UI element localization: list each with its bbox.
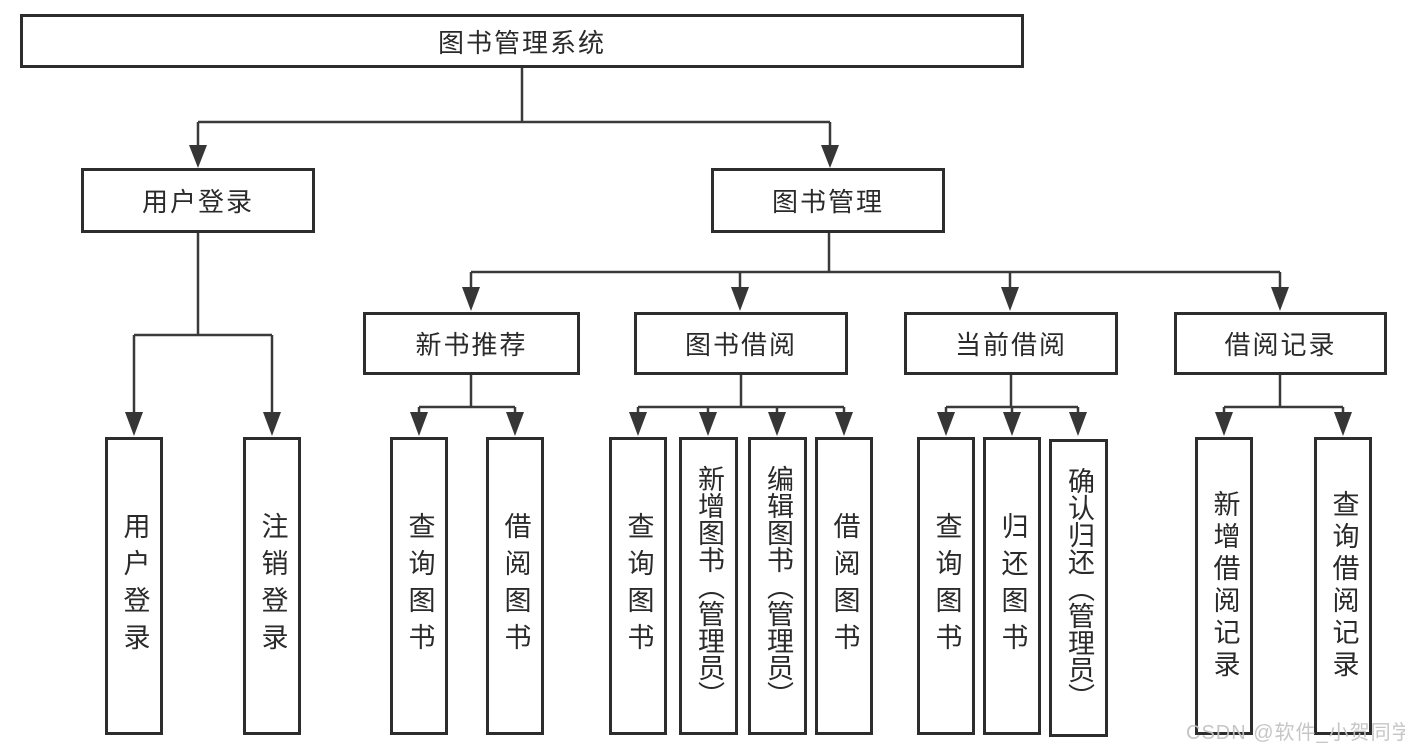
arrowhead [768,412,786,436]
arrowhead [1215,412,1233,436]
leaf-add-book-admin: 新增图书（管理员） [679,437,738,735]
leaf-add-borrow-record: 新增借阅记录 [1195,437,1253,735]
connector-borrow-records-group [1215,375,1352,436]
leaf-query-book-current: 查询图书 [917,437,975,735]
leaf-confirm-return-admin: 确认归还（管理员） [1049,439,1108,737]
node-book-management: 图书管理 [711,168,945,233]
arrowhead [189,145,207,168]
arrowhead [1003,412,1021,436]
leaf-query-borrow-record: 查询借阅记录 [1314,437,1372,735]
leaf-logout: 注销登录 [243,437,301,735]
connector-new-book-group [410,375,524,436]
arrowhead [1001,287,1019,311]
arrowhead [506,412,524,436]
arrowhead [1069,412,1087,436]
arrowhead [1334,412,1352,436]
arrowhead [731,287,749,311]
arrowhead [821,145,839,168]
node-library-system: 图书管理系统 [20,14,1024,68]
csdn-watermark: CSDN @软件_小贺同学 [1186,722,1405,744]
leaf-user-login: 用户登录 [105,437,163,735]
connector-current-borrow-group [937,375,1087,436]
arrowhead [835,412,853,436]
node-user-login: 用户登录 [81,168,315,233]
connector-user-login-branch [125,233,281,436]
connector-book-borrow-group [629,375,853,436]
leaf-query-book-borrowing: 查询图书 [609,437,667,735]
connector-book-management-branch [462,233,1289,311]
arrowhead [263,412,281,436]
node-borrowing-records: 借阅记录 [1174,312,1387,375]
leaf-borrow-book-borrowing: 借阅图书 [815,437,873,735]
leaf-edit-book-admin: 编辑图书（管理员） [748,437,807,735]
arrowhead [1271,287,1289,311]
leaf-borrow-book-recommend: 借阅图书 [486,437,544,735]
arrowhead [125,412,143,436]
leaf-return-book: 归还图书 [983,437,1041,735]
connector-root-to-level2 [189,68,839,168]
arrowhead [699,412,717,436]
leaf-query-book-recommend: 查询图书 [390,437,448,735]
arrowhead [937,412,955,436]
node-new-book-recommendation: 新书推荐 [363,312,580,375]
arrowhead [629,412,647,436]
node-current-borrowing: 当前借阅 [904,312,1118,375]
arrowhead [462,287,480,311]
node-book-borrowing: 图书借阅 [634,312,848,375]
arrowhead [410,412,428,436]
